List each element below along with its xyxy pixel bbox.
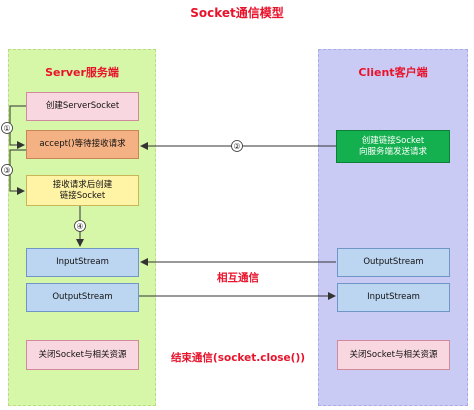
page-title: Socket通信模型	[190, 6, 284, 20]
accept-text: accept()等待接收请求	[39, 139, 126, 149]
create-link-socket-box: 接收请求后创建 链接Socket	[26, 175, 139, 206]
client-close-text: 关闭Socket与相关资源	[349, 349, 438, 360]
step2-text: ②	[233, 142, 240, 151]
create-link-line1: 接收请求后创建	[52, 179, 113, 190]
step2-marker: ②	[231, 140, 243, 152]
server-close-text: 关闭Socket与相关资源	[38, 349, 127, 360]
step3-text: ③	[3, 166, 10, 175]
accept-box: accept()等待接收请求	[26, 130, 139, 159]
client-inputstream-box: InputStream	[337, 283, 450, 312]
client-send-line1: 创建链接Socket	[361, 135, 425, 146]
step1-text: ①	[3, 124, 10, 133]
client-label: Client客户端	[358, 66, 428, 79]
step1-marker: ①	[1, 122, 13, 134]
server-outputstream-text: OutputStream	[52, 292, 113, 302]
step1-arrow	[9, 105, 26, 149]
client-close-box: 关闭Socket与相关资源	[337, 340, 450, 370]
server-outputstream-box: OutputStream	[26, 283, 139, 312]
server-close-box: 关闭Socket与相关资源	[26, 340, 139, 370]
end-communication-label: 结束通信(socket.close())	[170, 352, 306, 364]
step4-text: ④	[76, 222, 83, 231]
mutual-communication-label: 相互通信	[217, 272, 259, 284]
server-inputstream-text: InputStream	[56, 257, 109, 267]
server-label: Server服务端	[45, 66, 119, 79]
step4-marker: ④	[74, 220, 86, 232]
client-send-request-box: 创建链接Socket 向服务端发送请求	[336, 130, 450, 163]
create-serversocket-text: 创建ServerSocket	[45, 101, 120, 111]
create-serversocket-box: 创建ServerSocket	[26, 92, 139, 121]
client-inputstream-text: InputStream	[367, 292, 420, 302]
client-outputstream-text: OutputStream	[363, 257, 424, 267]
client-send-line2: 向服务端发送请求	[358, 146, 427, 157]
client-outputstream-box: OutputStream	[337, 248, 450, 277]
server-inputstream-box: InputStream	[26, 248, 139, 277]
step3-marker: ③	[1, 164, 13, 176]
create-link-line2: 链接Socket	[59, 190, 106, 201]
